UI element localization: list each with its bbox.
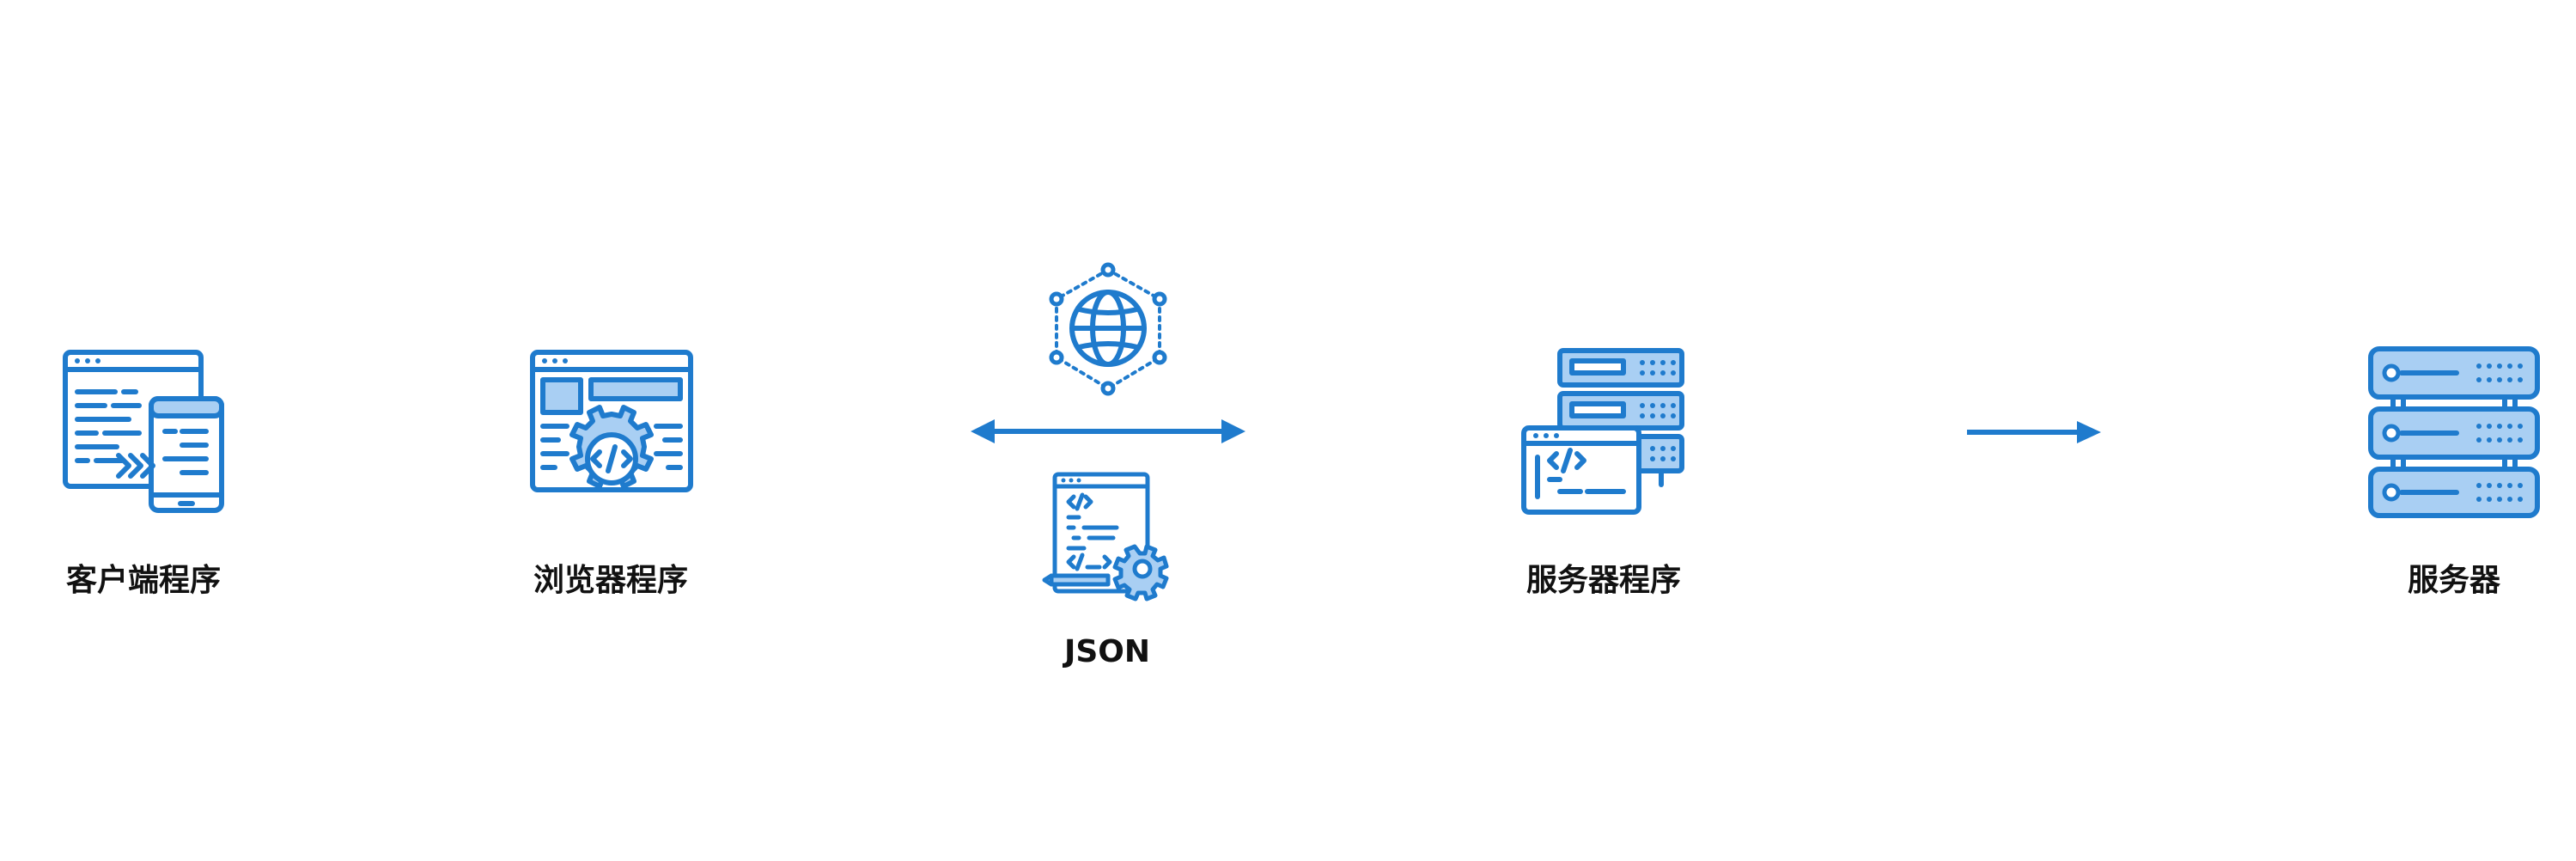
- network-node: [1049, 262, 1167, 397]
- browser-program-node: [529, 349, 694, 495]
- json-label: JSON: [1063, 634, 1151, 669]
- right-arrow: [1967, 421, 2101, 443]
- network-globe-icon: [1049, 262, 1167, 396]
- window-with-phone-icon: [63, 350, 224, 513]
- server-rack-icon: [2368, 346, 2540, 518]
- double-arrow: [971, 419, 1245, 443]
- client-program-label: 客户端程序: [65, 563, 222, 598]
- server-program-label: 服务器程序: [1526, 563, 1682, 598]
- code-document-gear-icon: [1042, 472, 1169, 601]
- client-program-node: [62, 349, 225, 514]
- browser-gear-code-icon: [530, 350, 693, 492]
- server-stack-code-icon: [1521, 348, 1684, 515]
- server-program-node: [1520, 347, 1687, 516]
- server-label: 服务器: [2407, 563, 2501, 598]
- server-node: [2367, 345, 2541, 519]
- browser-program-label: 浏览器程序: [533, 563, 689, 598]
- json-node: [1042, 471, 1170, 601]
